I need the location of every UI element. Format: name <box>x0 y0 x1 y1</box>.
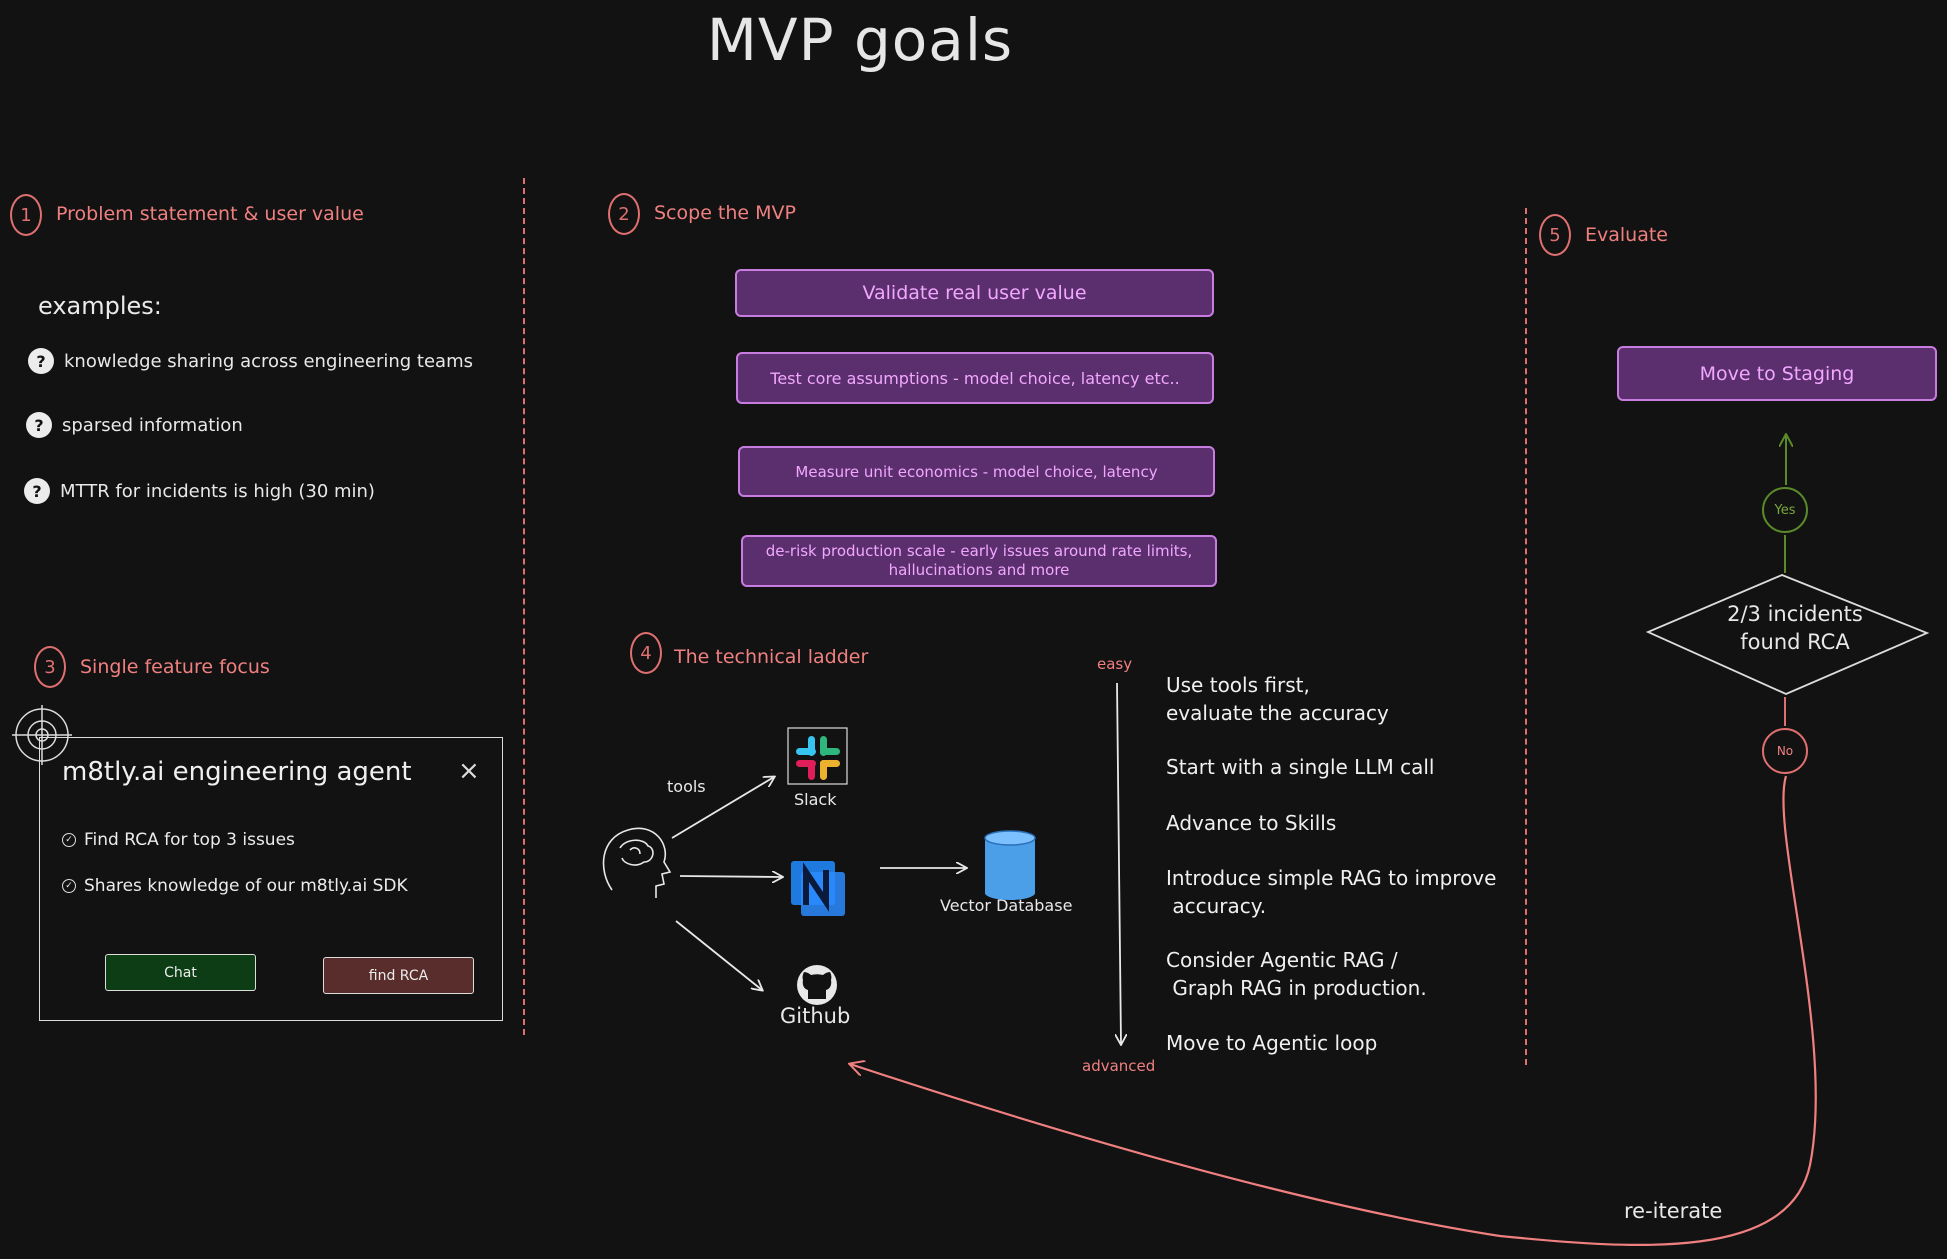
scope-item: Measure unit economics - model choice, l… <box>738 446 1215 497</box>
section-5-number: 5 <box>1539 214 1571 256</box>
no-node: No <box>1762 728 1808 774</box>
question-icon: ? <box>24 478 50 504</box>
section-3-title: Single feature focus <box>80 656 270 678</box>
decision-text: 2/3 incidents found RCA <box>1727 602 1863 654</box>
github-label: Github <box>780 1004 851 1028</box>
section-2-number: 2 <box>608 193 640 235</box>
chat-button[interactable]: Chat <box>105 954 256 991</box>
section-1-number: 1 <box>10 194 42 236</box>
tools-label: tools <box>667 777 706 796</box>
agent-card-item-text: Find RCA for top 3 issues <box>84 830 295 850</box>
ladder-step: Consider Agentic RAG / Graph RAG in prod… <box>1166 948 1427 1000</box>
scope-item: Validate real user value <box>735 269 1214 317</box>
target-icon <box>12 705 72 765</box>
example-item: ? sparsed information <box>26 412 243 438</box>
ladder-step: Use tools first, evaluate the accuracy <box>1166 673 1389 725</box>
example-text: knowledge sharing across engineering tea… <box>64 350 473 372</box>
ladder-step: Advance to Skills <box>1166 811 1337 835</box>
example-text: MTTR for incidents is high (30 min) <box>60 480 375 502</box>
divider-left <box>523 178 525 1035</box>
question-icon: ? <box>28 348 54 374</box>
yes-node: Yes <box>1762 487 1808 533</box>
agent-card-item-text: Shares knowledge of our m8tly.ai SDK <box>84 876 408 896</box>
vector-database-label: Vector Database <box>940 896 1073 915</box>
section-4-number: 4 <box>630 632 662 674</box>
page-title: MVP goals <box>706 6 1014 74</box>
agent-card-item: ✓ Shares knowledge of our m8tly.ai SDK <box>62 876 408 896</box>
easy-label: easy <box>1097 655 1133 673</box>
agent-card-title: m8tly.ai engineering agent <box>62 757 412 787</box>
github-icon <box>797 965 837 1005</box>
section-1-title: Problem statement & user value <box>56 203 364 225</box>
example-item: ? knowledge sharing across engineering t… <box>28 348 473 374</box>
reiterate-label: re-iterate <box>1624 1199 1723 1223</box>
question-icon: ? <box>26 412 52 438</box>
close-icon[interactable]: × <box>458 756 480 786</box>
ladder-step: Start with a single LLM call <box>1166 755 1435 779</box>
move-to-staging-box: Move to Staging <box>1617 346 1937 401</box>
check-circle-icon: ✓ <box>62 879 76 893</box>
check-circle-icon: ✓ <box>62 833 76 847</box>
head-brain-icon <box>602 827 672 898</box>
agent-card-item: ✓ Find RCA for top 3 issues <box>62 830 295 850</box>
ladder-step: Introduce simple RAG to improve accuracy… <box>1166 866 1497 918</box>
advanced-label: advanced <box>1082 1057 1156 1075</box>
examples-label: examples: <box>38 292 162 320</box>
example-text: sparsed information <box>62 414 243 436</box>
slack-label: Slack <box>794 790 837 809</box>
example-item: ? MTTR for incidents is high (30 min) <box>24 478 375 504</box>
decision-diamond <box>1645 574 1930 695</box>
section-2-title: Scope the MVP <box>654 202 796 224</box>
database-icon <box>984 830 1036 900</box>
section-4-title: The technical ladder <box>674 646 869 668</box>
agent-card <box>39 737 503 1021</box>
slack-icon <box>787 727 848 785</box>
notion-icon <box>791 861 845 916</box>
section-3-number: 3 <box>34 646 66 688</box>
scope-item: Test core assumptions - model choice, la… <box>736 352 1214 404</box>
scope-item: de-risk production scale - early issues … <box>741 535 1217 587</box>
section-5-title: Evaluate <box>1585 224 1668 246</box>
ladder-step: Move to Agentic loop <box>1166 1031 1378 1055</box>
find-rca-button[interactable]: find RCA <box>323 957 474 994</box>
divider-right <box>1525 208 1527 1065</box>
